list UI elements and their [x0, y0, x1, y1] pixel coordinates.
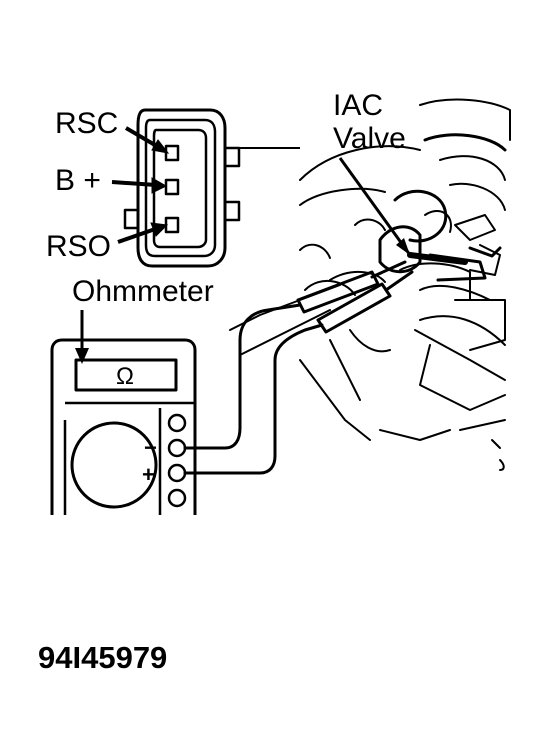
b-plus-arrow — [111, 180, 157, 187]
jack-4 — [167, 488, 187, 508]
engine-illustration — [229, 98, 511, 471]
rso-label: RSO — [46, 230, 111, 263]
pin-rso — [164, 216, 180, 234]
valve-connector-outline — [123, 108, 300, 268]
positive-lead — [183, 323, 324, 475]
minus-jack-label: − — [144, 435, 157, 460]
ohmmeter-dial — [70, 421, 158, 509]
figure-id: 94I45979 — [38, 640, 167, 675]
negative-lead — [183, 303, 302, 450]
rso-arrow — [117, 226, 159, 244]
iac-valve-connector — [378, 225, 502, 282]
positive-probe — [316, 282, 392, 334]
ohmmeter-pointer-arrowhead — [75, 348, 89, 364]
rsc-label: RSC — [55, 107, 118, 140]
iac-valve-pointer — [338, 157, 412, 256]
test-leads — [183, 260, 414, 475]
iac-label: IAC — [333, 89, 383, 122]
jack-v-ohm — [167, 463, 187, 483]
rsc-arrowhead — [151, 139, 170, 154]
pin-arrows — [111, 126, 170, 244]
pin-b-plus — [164, 178, 180, 196]
plus-jack-label: + — [142, 462, 155, 487]
iac-valve-pointer-arrowhead — [396, 238, 410, 255]
b-plus-label: B + — [55, 164, 101, 197]
valve-label: Valve — [333, 122, 406, 155]
jack-common — [167, 438, 187, 458]
rso-arrowhead — [150, 222, 169, 237]
rsc-arrow — [124, 126, 162, 150]
b-plus-arrowhead — [151, 177, 168, 194]
ohmmeter-body — [50, 338, 197, 515]
negative-probe — [296, 270, 380, 314]
ohmmeter-label: Ohmmeter — [72, 275, 214, 308]
jack-1 — [167, 413, 187, 433]
ohmmeter-display — [74, 358, 178, 392]
ohm-symbol: Ω — [116, 363, 134, 390]
